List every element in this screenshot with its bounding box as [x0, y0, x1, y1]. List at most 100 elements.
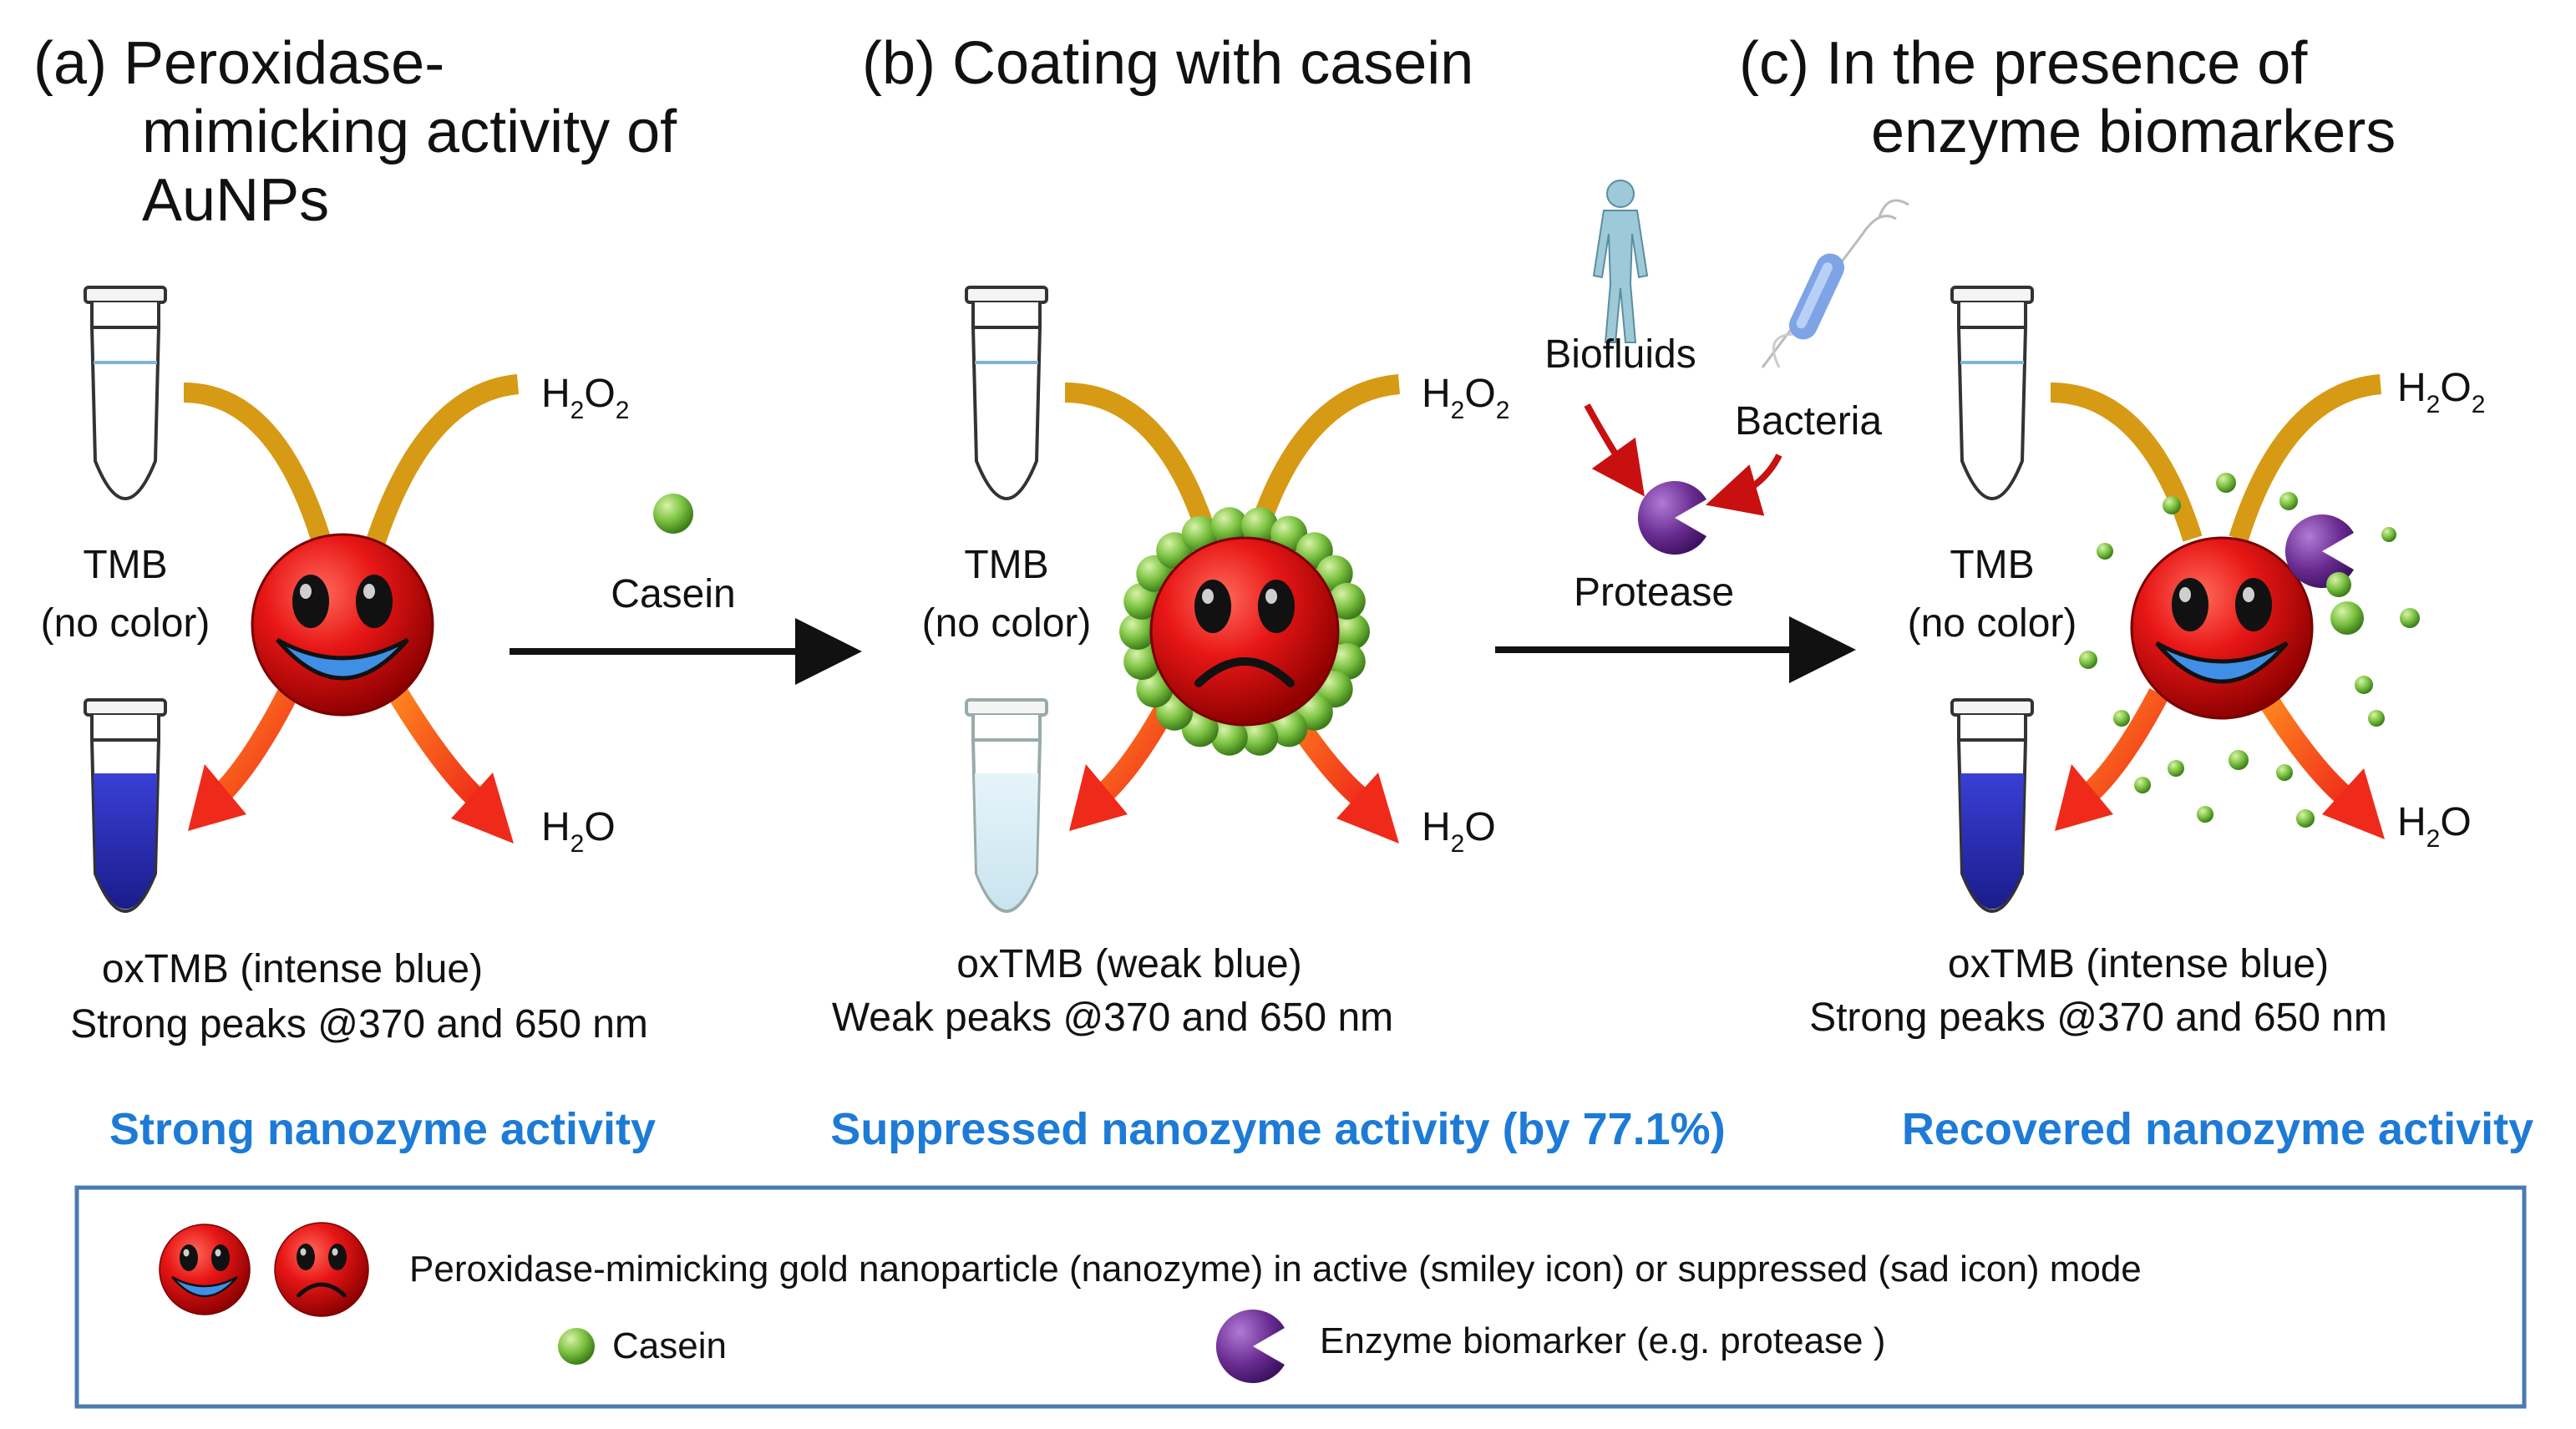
- casein-sphere: [2216, 473, 2236, 493]
- panel-b: (b) Coating with casein TMB (no color) H…: [830, 30, 1725, 1154]
- output-arrowhead: [188, 764, 246, 831]
- output-arrowhead: [2322, 768, 2385, 839]
- casein-sphere: [1123, 643, 1161, 681]
- h2o2-label: H2O2: [541, 372, 629, 424]
- casein-sphere: [2229, 750, 2249, 770]
- product-label: oxTMB (intense blue): [102, 947, 483, 991]
- source-arrow: [1705, 454, 1782, 516]
- biofluids-label: Biofluids: [1544, 332, 1696, 377]
- output-arrowhead: [451, 773, 514, 844]
- tube-blue-icon: [1950, 698, 2034, 913]
- human-body-icon: [1592, 180, 1649, 343]
- casein-sphere: [1328, 582, 1366, 620]
- panel-a-title-line1: (a) Peroxidase-: [33, 30, 444, 97]
- casein-sphere: [1328, 643, 1366, 681]
- legend-casein-text: Casein: [612, 1325, 727, 1366]
- tmb-label: TMB: [964, 543, 1048, 587]
- peaks-label: Weak peaks @370 and 650 nm: [832, 996, 1393, 1040]
- panel-b-title: (b) Coating with casein: [862, 30, 1473, 97]
- tube-weak-blue-icon: [965, 698, 1048, 913]
- casein-sphere: [2168, 760, 2184, 777]
- h2o2-label: H2O2: [1422, 372, 1509, 424]
- h2o-label: H2O: [1422, 805, 1496, 858]
- casein-coating: [1119, 507, 1370, 756]
- legend-border: [74, 1185, 2527, 1409]
- transition-casein: Casein: [510, 494, 862, 685]
- casein-sphere: [1241, 507, 1279, 545]
- peaks-label: Strong peaks @370 and 650 nm: [70, 1002, 648, 1046]
- h2o-label: H2O: [2397, 800, 2472, 853]
- tmb-sublabel: (no color): [1908, 601, 2077, 646]
- legend-box: Peroxidase-mimicking gold nanoparticle (…: [74, 1185, 2527, 1409]
- casein-sphere: [1241, 718, 1279, 756]
- casein-sphere: [1210, 718, 1248, 756]
- tube-empty-icon: [1950, 286, 2034, 500]
- tmb-sublabel: (no color): [41, 601, 210, 646]
- bacteria-label: Bacteria: [1735, 399, 1882, 443]
- substrate-arm: [183, 383, 332, 545]
- protease-icon: [1637, 481, 1706, 555]
- legend-casein-icon: [558, 1328, 595, 1365]
- casein-sphere: [1123, 582, 1161, 620]
- panel-c: (c) In the presence of enzyme biomarkers…: [1739, 30, 2533, 1154]
- protease-label: Protease: [1574, 570, 1734, 615]
- casein-sphere: [2368, 710, 2385, 727]
- status-label: Suppressed nanozyme activity (by 77.1%): [830, 1104, 1725, 1154]
- substrate-arm: [1064, 383, 1217, 538]
- tmb-label: TMB: [83, 543, 167, 587]
- casein-sphere: [1119, 613, 1156, 650]
- casein-sphere: [1181, 515, 1219, 553]
- tube-empty-icon: [84, 286, 167, 500]
- output-arrowhead: [1336, 773, 1399, 844]
- casein-sphere: [1333, 613, 1370, 650]
- casein-sphere: [2400, 608, 2420, 628]
- output-arrow: [383, 679, 488, 810]
- casein-sphere: [2163, 496, 2181, 514]
- casein-sphere: [2279, 492, 2298, 510]
- casein-sphere: [2330, 601, 2364, 635]
- substrate-arm: [2229, 374, 2382, 542]
- panel-c-title-line2: enzyme biomarkers: [1871, 99, 2396, 165]
- sad-icon: [1151, 538, 1338, 725]
- source-arrow: [1584, 403, 1645, 497]
- tube-empty-icon: [965, 286, 1048, 500]
- legend-enzyme-text: Enzyme biomarker (e.g. protease ): [1320, 1320, 1885, 1361]
- legend-sad-icon: [275, 1223, 368, 1316]
- substrate-arm: [366, 374, 520, 545]
- panel-c-title-line1: (c) In the presence of: [1739, 30, 2308, 97]
- panel-a: (a) Peroxidase- mimicking activity of Au…: [33, 30, 677, 1154]
- output-arrowhead: [1069, 764, 1128, 831]
- h2o-label: H2O: [541, 805, 616, 858]
- substrate-arm: [1247, 374, 1401, 538]
- panel-a-title-line3: AuNPs: [142, 167, 329, 234]
- peaks-label: Strong peaks @370 and 650 nm: [1809, 996, 2387, 1040]
- status-label: Recovered nanozyme activity: [1902, 1104, 2533, 1154]
- casein-sphere: [2381, 527, 2396, 542]
- output-arrowhead: [2055, 764, 2113, 831]
- casein-sphere: [2113, 710, 2130, 727]
- casein-icon: [653, 494, 693, 534]
- casein-sphere: [1270, 710, 1308, 747]
- substrate-arm: [2050, 383, 2203, 542]
- product-label: oxTMB (intense blue): [1948, 942, 2329, 986]
- legend-smiley-icon: [158, 1223, 251, 1316]
- released-casein: [2079, 473, 2420, 828]
- tmb-sublabel: (no color): [922, 601, 1092, 646]
- bacteria-icon: [1761, 199, 1909, 368]
- status-label: Strong nanozyme activity: [109, 1104, 656, 1154]
- tmb-label: TMB: [1950, 543, 2034, 587]
- legend-nanozyme-text: Peroxidase-mimicking gold nanoparticle (…: [409, 1249, 2142, 1290]
- output-arrow: [2254, 687, 2359, 811]
- casein-sphere: [1210, 507, 1248, 545]
- casein-sphere: [2134, 777, 2151, 793]
- transition-protease: Biofluids Bacteria Protease: [1495, 180, 1909, 683]
- casein-sphere: [2197, 806, 2213, 823]
- output-arrow: [205, 680, 302, 810]
- h2o2-label: H2O2: [2397, 366, 2485, 418]
- casein-sphere: [2079, 651, 2097, 669]
- casein-sphere: [2355, 676, 2373, 694]
- casein-sphere: [2097, 543, 2113, 560]
- casein-sphere: [2296, 809, 2315, 828]
- casein-sphere: [2276, 764, 2293, 781]
- casein-sphere: [2326, 572, 2351, 597]
